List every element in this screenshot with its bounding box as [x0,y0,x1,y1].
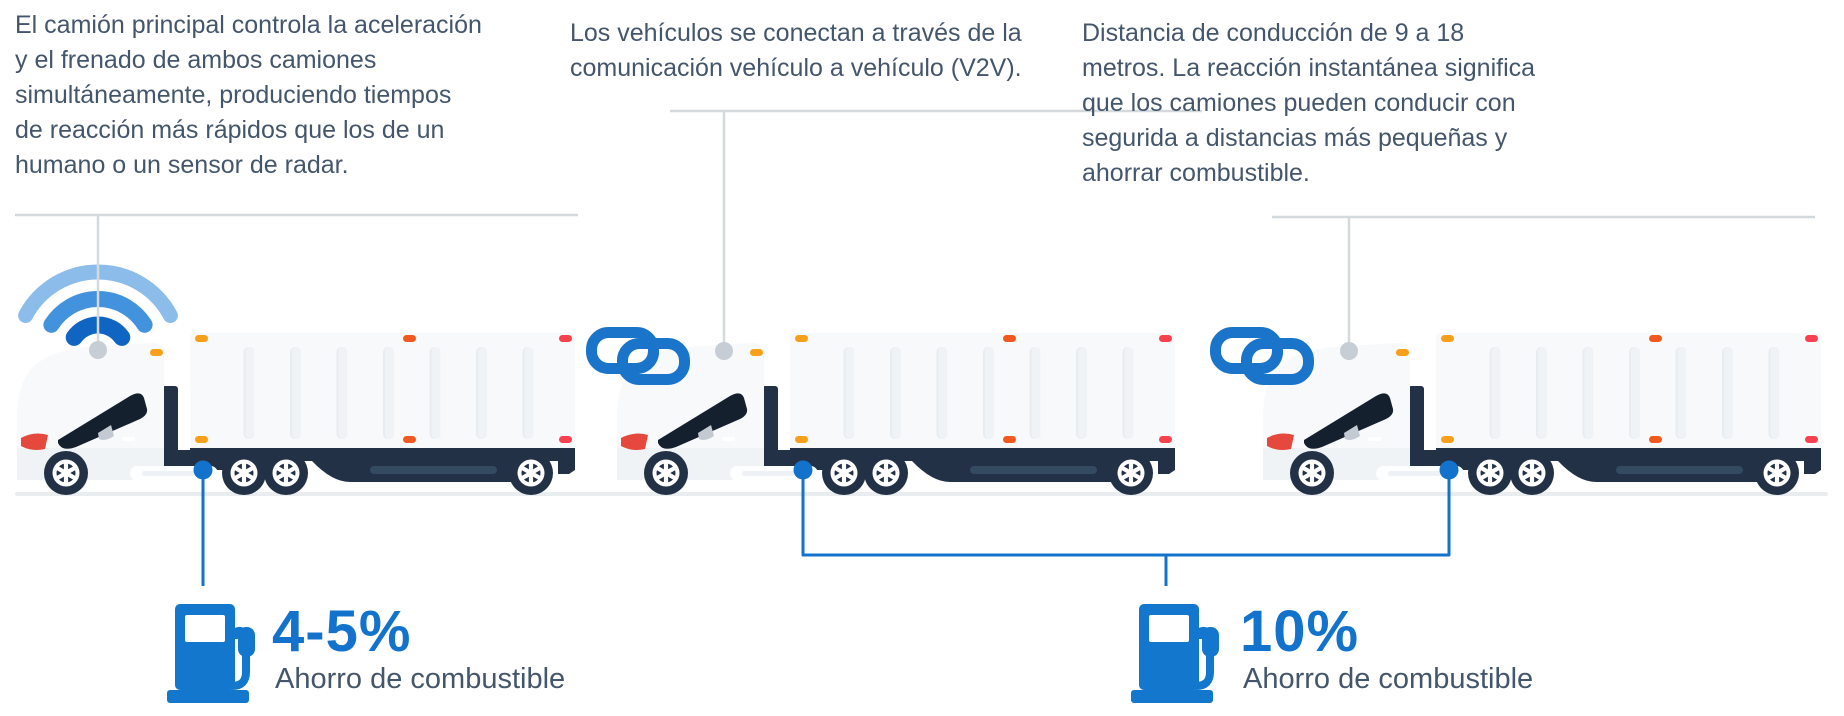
note-line: metros. La reacción instantánea signific… [1082,54,1536,82]
note-line: simultáneamente, produciendo tiempos [15,81,452,109]
note-line: ahorrar combustible. [1082,159,1310,187]
note-line: de reacción más rápidos que los de un [15,116,445,144]
fuel-pump-icon [165,597,260,703]
fuel-saving-label: Ahorro de combustible [1243,663,1534,695]
note-line: El camión principal controla la acelerac… [15,11,482,39]
note-line: Distancia de conducción de 9 a 18 [1082,19,1465,47]
chain-link-icon [586,327,690,385]
note-line: comunicación vehículo a vehículo (V2V). [570,54,1022,82]
fuel-saving-value: 10% [1240,599,1360,664]
truck-illustration-2 [612,290,1187,508]
note-v2v: Los vehículos se conectan a través de la… [570,16,1022,86]
note-line: y el frenado de ambos camiones [15,46,377,74]
truck-illustration-3 [1258,290,1833,508]
wifi-icon [18,264,178,346]
fuel-saving-value: 4-5% [272,599,412,664]
note-line: Los vehículos se conectan a través de la [570,19,1022,47]
chain-link-icon [1210,327,1314,385]
note-line: segurida a distancias más pequeñas y [1082,124,1508,152]
note-line: que los camiones pueden conducir con [1082,89,1516,117]
fuel-saving-label: Ahorro de combustible [275,663,566,695]
fuel-pump-icon [1129,597,1224,703]
note-distance: Distancia de conducción de 9 a 18 metros… [1082,16,1535,191]
note-lead-truck: El camión principal controla la acelerac… [15,8,482,183]
note-line: humano o un sensor de radar. [15,151,349,179]
